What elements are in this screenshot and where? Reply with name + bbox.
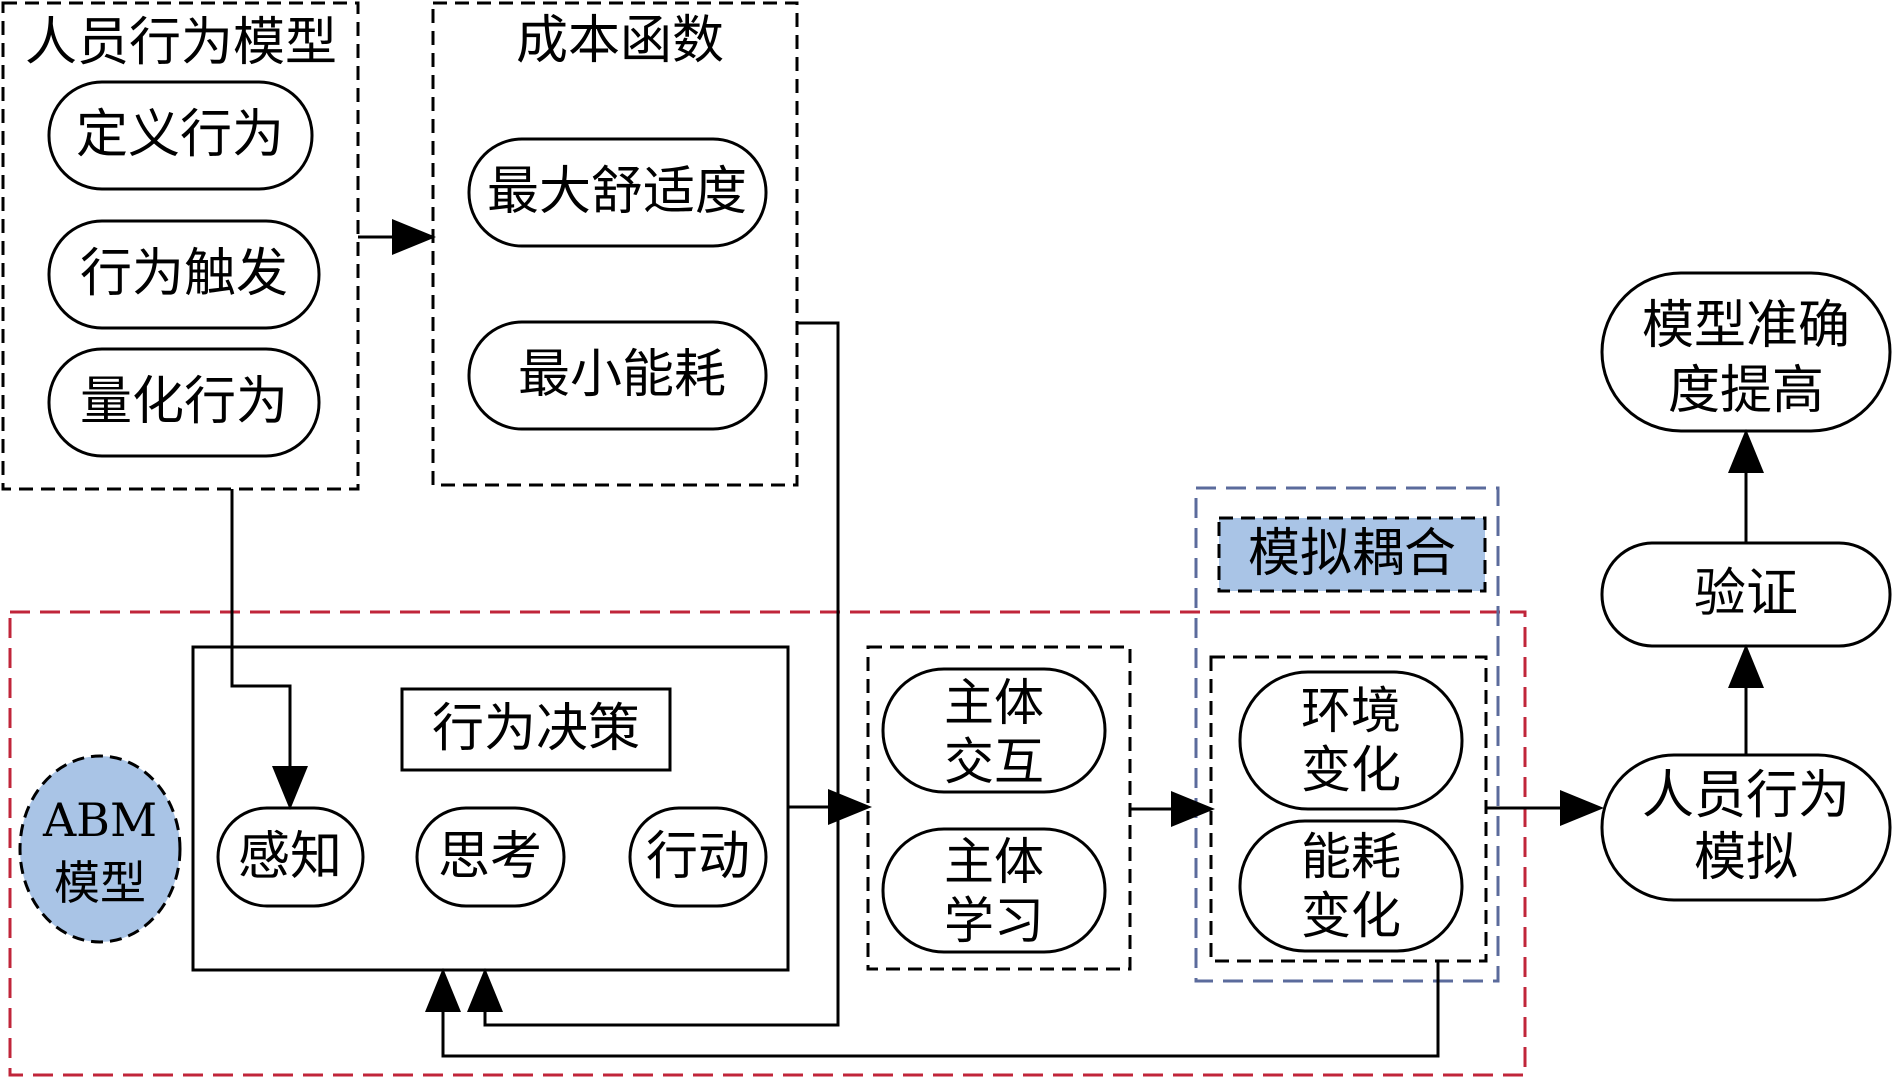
abm-label-line2: 模型 <box>54 856 146 910</box>
accuracy-line2: 度提高 <box>1668 361 1824 421</box>
validation-label: 验证 <box>1694 564 1798 624</box>
env-change-line2: 变化 <box>1301 741 1401 799</box>
define-behavior-node <box>47 80 314 191</box>
max-comfort-label: 最大舒适度 <box>487 162 747 222</box>
min-energy-node <box>467 320 768 431</box>
coupling-frame <box>1194 486 1500 983</box>
cost-function-box <box>431 1 799 487</box>
env-change-line1: 环境 <box>1301 682 1401 740</box>
max-comfort-node <box>467 137 768 248</box>
agent-interaction-line1: 主体 <box>944 674 1044 732</box>
agent-learning-line1: 主体 <box>944 833 1044 891</box>
arrow-coupling-feedback <box>425 961 1440 1058</box>
accuracy-line1: 模型准确 <box>1642 296 1850 356</box>
behavior-model-box <box>1 1 360 491</box>
cost-function-title: 成本函数 <box>516 11 724 71</box>
abm-frame <box>8 610 1527 1077</box>
perception-label: 感知 <box>238 827 342 887</box>
action-node <box>628 806 768 908</box>
decision-title: 行为决策 <box>432 699 640 759</box>
agent-interaction-node <box>881 667 1107 794</box>
coupling-title: 模拟耦合 <box>1248 524 1456 584</box>
define-behavior-label: 定义行为 <box>76 105 284 165</box>
arrow-model-to-perception <box>230 489 308 810</box>
decision-title-box <box>400 687 672 772</box>
thinking-node <box>415 806 566 908</box>
agent-learning-line2: 学习 <box>944 892 1044 950</box>
quantify-behavior-label: 量化行为 <box>80 372 288 432</box>
energy-change-node <box>1238 819 1464 953</box>
env-change-node <box>1238 670 1464 811</box>
simulation-line2: 模拟 <box>1694 828 1798 888</box>
energy-change-line2: 变化 <box>1301 887 1401 945</box>
thinking-label: 思考 <box>438 827 542 887</box>
min-energy-label: 最小能耗 <box>518 345 726 405</box>
behavior-model-title: 人员行为模型 <box>25 13 337 73</box>
abm-model-node <box>18 754 182 944</box>
agent-learning-node <box>881 827 1107 954</box>
agent-interaction-line2: 交互 <box>944 733 1044 791</box>
coupling-title-box <box>1217 516 1487 593</box>
arrow-cost-to-decision <box>467 321 840 1027</box>
behavior-trigger-node <box>47 219 321 330</box>
behavior-trigger-label: 行为触发 <box>80 244 288 304</box>
simulation-line1: 人员行为 <box>1642 766 1850 826</box>
abm-label-line1: ABM <box>42 793 157 847</box>
quantify-behavior-node <box>47 347 321 458</box>
action-label: 行动 <box>646 827 750 887</box>
energy-change-line1: 能耗 <box>1301 828 1401 886</box>
